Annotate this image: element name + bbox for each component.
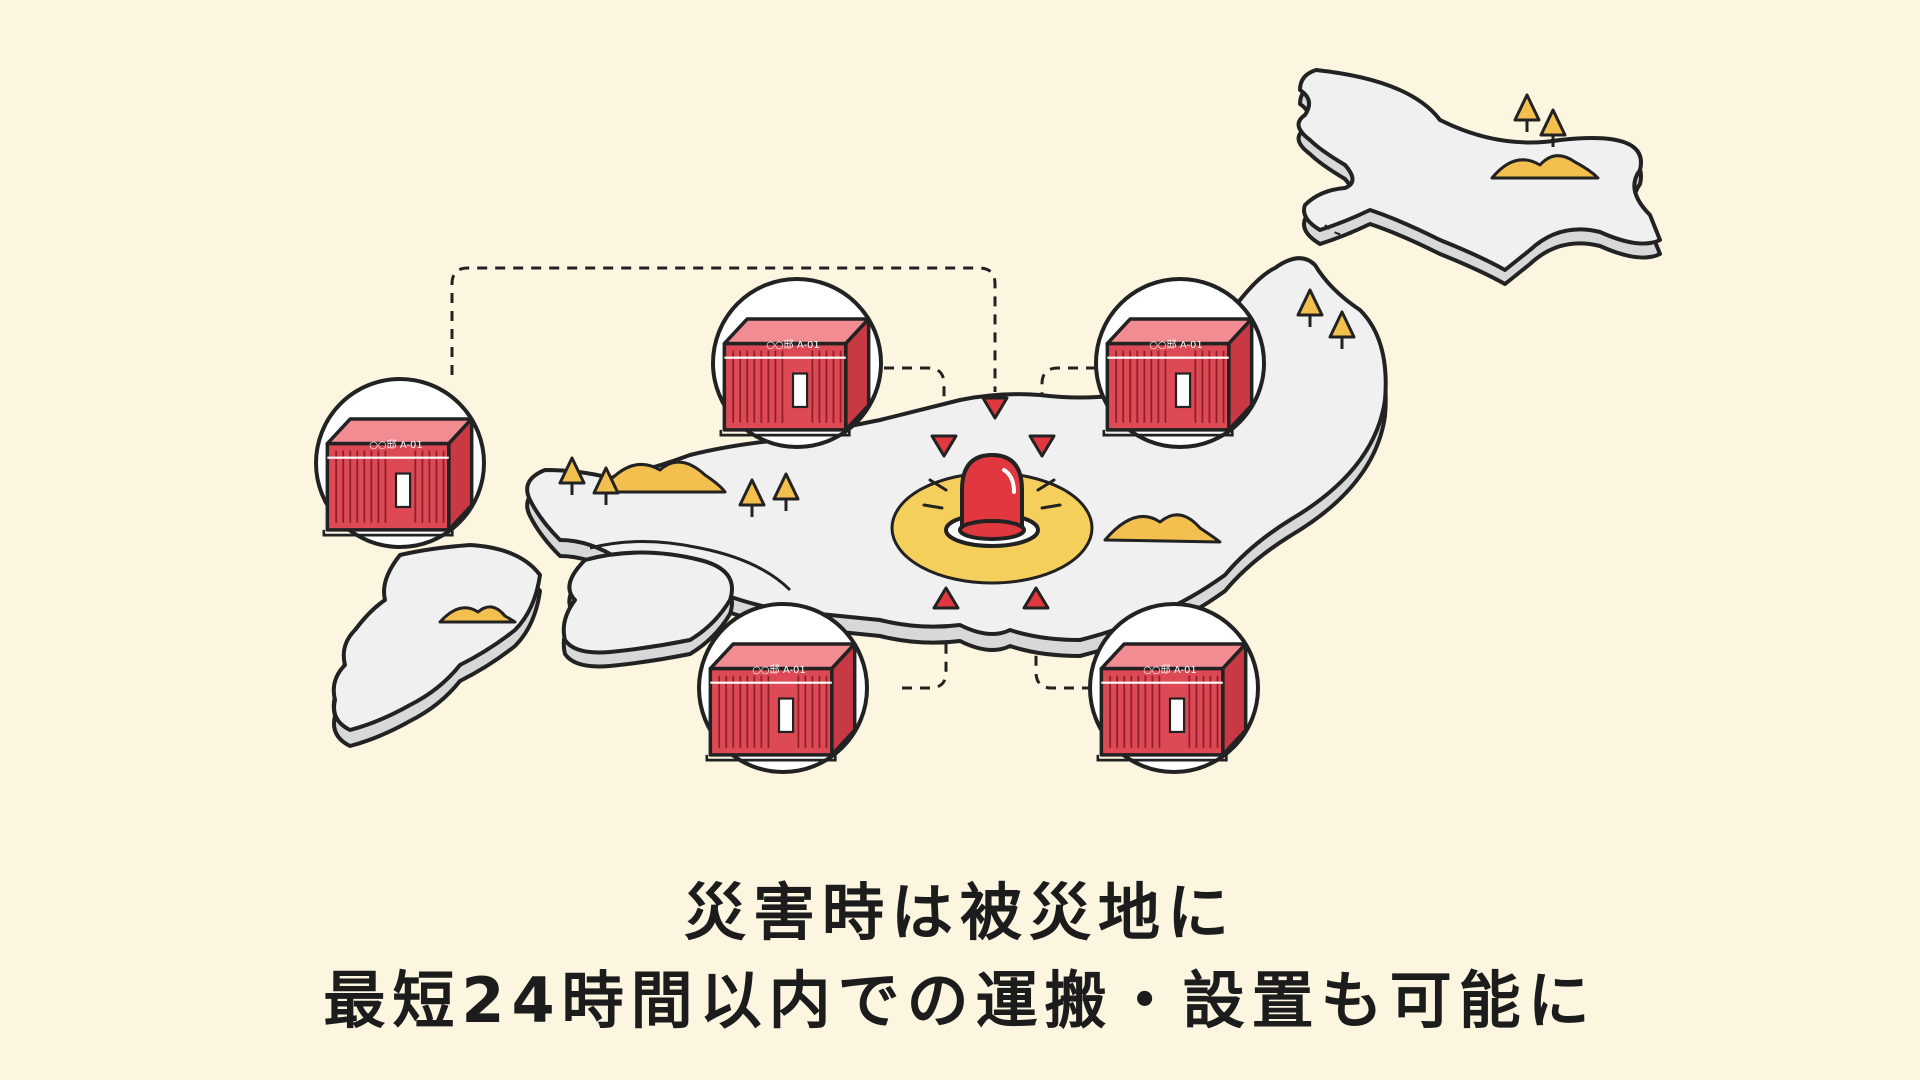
trees bbox=[558, 93, 1567, 517]
container-label: ○○邸 A-01 bbox=[1143, 663, 1197, 676]
tree-icon bbox=[558, 456, 586, 495]
triangle-arrow-icon bbox=[981, 396, 1009, 420]
shikoku bbox=[561, 550, 734, 669]
hokkaido bbox=[1296, 68, 1662, 286]
japan-map bbox=[331, 68, 1662, 748]
caption-line-2: 最短24時間以内での運搬・設置も可能に bbox=[323, 964, 1597, 1037]
container-badges: ○○邸 A-01 ○○邸 A-01 ○○邸 A-01 ○○邸 A-01 ○○邸 bbox=[314, 277, 1266, 774]
container-badge-south-west: ○○邸 A-01 bbox=[697, 602, 869, 774]
container-badge-south-east: ○○邸 A-01 bbox=[1088, 602, 1260, 774]
shipping-container-icon bbox=[1096, 642, 1248, 762]
container-badge-north-east: ○○邸 A-01 bbox=[1094, 277, 1266, 449]
shipping-container-icon bbox=[1102, 317, 1254, 437]
tree-icon bbox=[1296, 288, 1324, 327]
container-label: ○○邸 A-01 bbox=[752, 663, 806, 676]
siren-light-icon bbox=[944, 453, 1040, 548]
container-badge-west: ○○邸 A-01 bbox=[314, 377, 486, 549]
container-label: ○○邸 A-01 bbox=[1149, 338, 1203, 351]
hill-icon bbox=[438, 605, 517, 624]
disaster-alarm bbox=[890, 453, 1094, 585]
tree-icon bbox=[1328, 310, 1356, 349]
triangle-arrow-icon bbox=[930, 434, 958, 458]
container-label: ○○邸 A-01 bbox=[766, 338, 820, 351]
triangle-arrow-icon bbox=[932, 586, 960, 610]
route-west-to-alarm bbox=[450, 266, 997, 392]
kyushu bbox=[331, 543, 542, 748]
hills bbox=[438, 154, 1600, 624]
tree-icon bbox=[738, 478, 766, 517]
route-southeast-to-alarm bbox=[1034, 612, 1092, 690]
tree-icon bbox=[772, 472, 800, 511]
shipping-container-icon bbox=[705, 642, 857, 762]
triangle-arrow-icon bbox=[1022, 586, 1050, 610]
caption-line-1: 災害時は被災地に bbox=[683, 876, 1236, 949]
route-southwest-to-alarm bbox=[902, 612, 948, 690]
tree-icon bbox=[1513, 93, 1541, 132]
container-label: ○○邸 A-01 bbox=[369, 438, 423, 451]
route-lines bbox=[450, 266, 1096, 690]
triangle-arrow-icon bbox=[1028, 434, 1056, 458]
shipping-container-icon bbox=[322, 417, 474, 537]
route-northeast-to-alarm bbox=[1040, 366, 1096, 432]
route-northwest-to-alarm bbox=[884, 366, 946, 432]
arrows bbox=[930, 396, 1056, 610]
hill-icon bbox=[1103, 513, 1222, 544]
alarm-rays bbox=[922, 478, 1062, 510]
shipping-container-icon bbox=[719, 317, 871, 437]
container-badge-north-west: ○○邸 A-01 bbox=[711, 277, 883, 449]
hill-icon bbox=[598, 460, 727, 494]
tree-icon bbox=[1539, 108, 1567, 147]
tree-icon bbox=[592, 466, 620, 505]
hill-icon bbox=[1490, 154, 1600, 180]
